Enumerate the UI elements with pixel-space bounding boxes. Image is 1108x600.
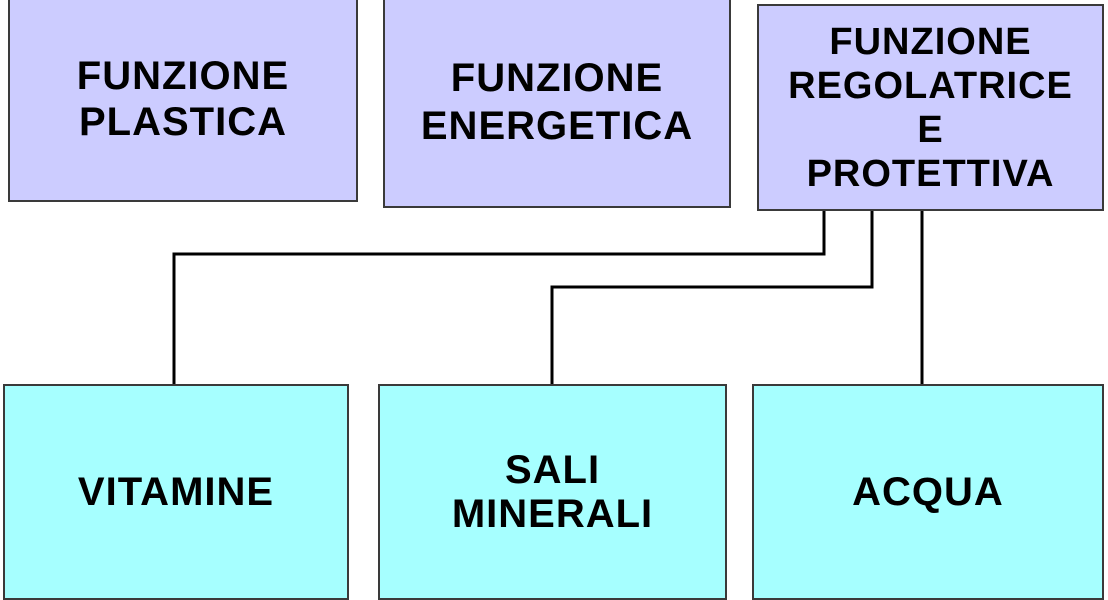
box-label-line: VITAMINE [77, 469, 275, 514]
box-label-line: SALI [504, 448, 601, 492]
box-label-line: REGOLATRICE [788, 64, 1073, 107]
connector-regolatrice-vitamine [172, 211, 826, 384]
box-label-line: MINERALI [451, 492, 654, 536]
box-label-line: E [917, 108, 944, 151]
connector-regolatrice-sali-minerali [550, 211, 874, 384]
box-label-line: ACQUA [852, 469, 1004, 514]
box-label-line: PROTETTIVA [806, 152, 1055, 195]
funzione-plastica-box: FUNZIONE PLASTICA [8, 0, 358, 202]
acqua-box: ACQUA [752, 384, 1104, 600]
box-label-line: FUNZIONE [76, 54, 290, 98]
box-label-line: ENERGETICA [420, 104, 694, 148]
funzione-energetica-box: FUNZIONE ENERGETICA [383, 0, 731, 208]
box-label-line: FUNZIONE [829, 20, 1032, 63]
vitamine-box: VITAMINE [3, 384, 349, 600]
box-label-line: PLASTICA [79, 100, 287, 144]
box-label-line: FUNZIONE [450, 56, 664, 100]
funzione-regolatrice-protettiva-box: FUNZIONE REGOLATRICE E PROTETTIVA [757, 4, 1104, 211]
sali-minerali-box: SALI MINERALI [378, 384, 727, 600]
